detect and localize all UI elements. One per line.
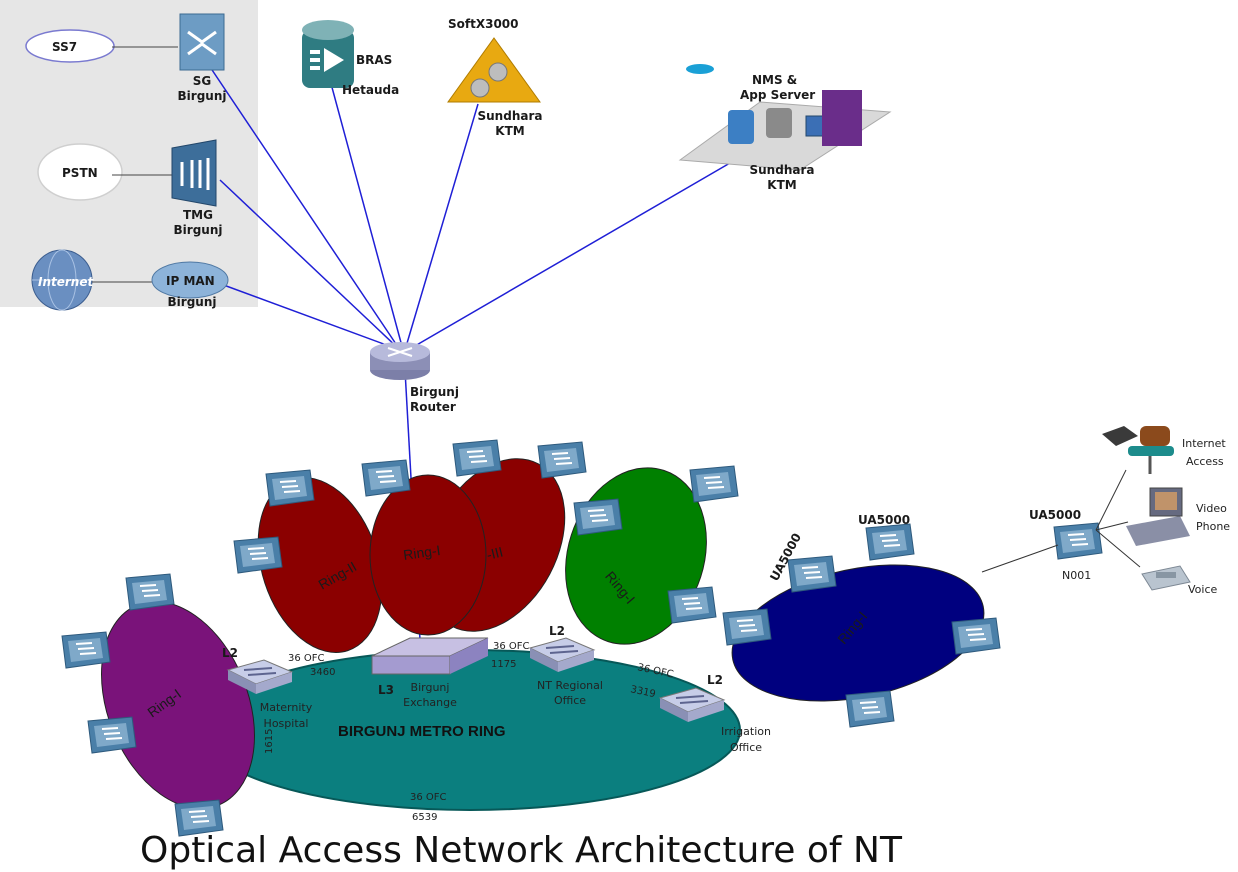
link-maternity-exchange-label: 36 OFC [288, 653, 325, 664]
pstn-cloud: PSTN [37, 143, 123, 201]
sg-icon [179, 13, 225, 71]
irrigation-sublabel: Office [730, 741, 762, 754]
access-links [981, 469, 1141, 573]
regional-sublabel: Office [554, 694, 586, 707]
status-dot-icon [686, 64, 714, 74]
link-bottom-label: 36 OFC [410, 792, 447, 803]
regional-label: NT Regional [537, 679, 603, 692]
internet-access-pc-icon [1102, 426, 1174, 474]
voice-label: Voice [1188, 583, 1218, 596]
ring-i-center [369, 474, 487, 636]
ua5000-label-top: UA5000 [858, 513, 910, 527]
ring-iii-label: -III [485, 543, 505, 562]
bras-label: BRAS [356, 53, 392, 67]
tmg-icon [171, 139, 217, 207]
softx-label: SoftX3000 [448, 17, 519, 31]
link-exchange-regional-length: 1175 [491, 659, 516, 670]
video-phone-sublabel: Phone [1196, 520, 1230, 533]
bras-location: Hetauda [342, 83, 399, 97]
maternity-label: Maternity [260, 701, 313, 714]
video-phone-icon [1126, 487, 1190, 546]
ua5000-label-access: UA5000 [1029, 508, 1081, 522]
nms-server-label: App Server [740, 88, 815, 102]
irrigation-layer: L2 [707, 673, 723, 687]
link-regional-irrigation-length: 3319 [629, 684, 656, 700]
video-phone-label: Video [1196, 502, 1227, 515]
router-label: Birgunj [410, 385, 459, 399]
nms-location: Sundhara [750, 163, 815, 177]
bras-icon [302, 20, 354, 88]
exchange-label: Birgunj [411, 681, 450, 694]
softx-icon [447, 37, 541, 103]
voice-phone-icon [1141, 565, 1191, 591]
nms-server-platform-icon [678, 90, 892, 171]
diagram-caption: Optical Access Network Architecture of N… [140, 830, 903, 871]
link-left-length: 1615 [264, 729, 275, 754]
maternity-layer: L2 [222, 646, 238, 660]
ip-man-label: IP MAN [166, 274, 215, 288]
regional-layer: L2 [549, 624, 565, 638]
ss7-cloud: SS7 [25, 29, 115, 63]
link-bottom-length: 6539 [412, 812, 437, 823]
internet-label: Internet [38, 275, 94, 289]
internet-access-sublabel: Access [1186, 455, 1224, 468]
ip-man-location: Birgunj [168, 295, 217, 309]
sg-label: SG [193, 74, 212, 88]
exchange-layer: L3 [378, 683, 394, 697]
n001-label: N001 [1062, 569, 1091, 582]
pstn-label: PSTN [62, 166, 98, 180]
tmg-label: TMG [183, 208, 213, 222]
router-sublabel: Router [410, 400, 456, 414]
nms-label: NMS & [752, 73, 797, 87]
birgunj-exchange-switch-icon [371, 637, 489, 675]
internet-globe-icon: Internet [31, 249, 94, 311]
link-exchange-regional-label: 36 OFC [493, 641, 530, 652]
maternity-sublabel: Hospital [264, 717, 309, 730]
metro-ring-title: BIRGUNJ METRO RING [338, 723, 506, 740]
irrigation-label: Irrigation [721, 725, 771, 738]
softx-city: KTM [495, 124, 524, 138]
nms-city: KTM [767, 178, 796, 192]
link-maternity-exchange-length: 3460 [310, 667, 335, 678]
softx-location: Sundhara [478, 109, 543, 123]
ring-i-center-label: Ring-I [402, 542, 441, 563]
ss7-label: SS7 [52, 40, 77, 54]
internet-access-label: Internet [1182, 437, 1226, 450]
exchange-sublabel: Exchange [403, 696, 457, 709]
sg-location: Birgunj [178, 89, 227, 103]
tmg-location: Birgunj [174, 223, 223, 237]
router-icon [370, 342, 430, 380]
ip-man-cloud: IP MAN [151, 261, 229, 299]
